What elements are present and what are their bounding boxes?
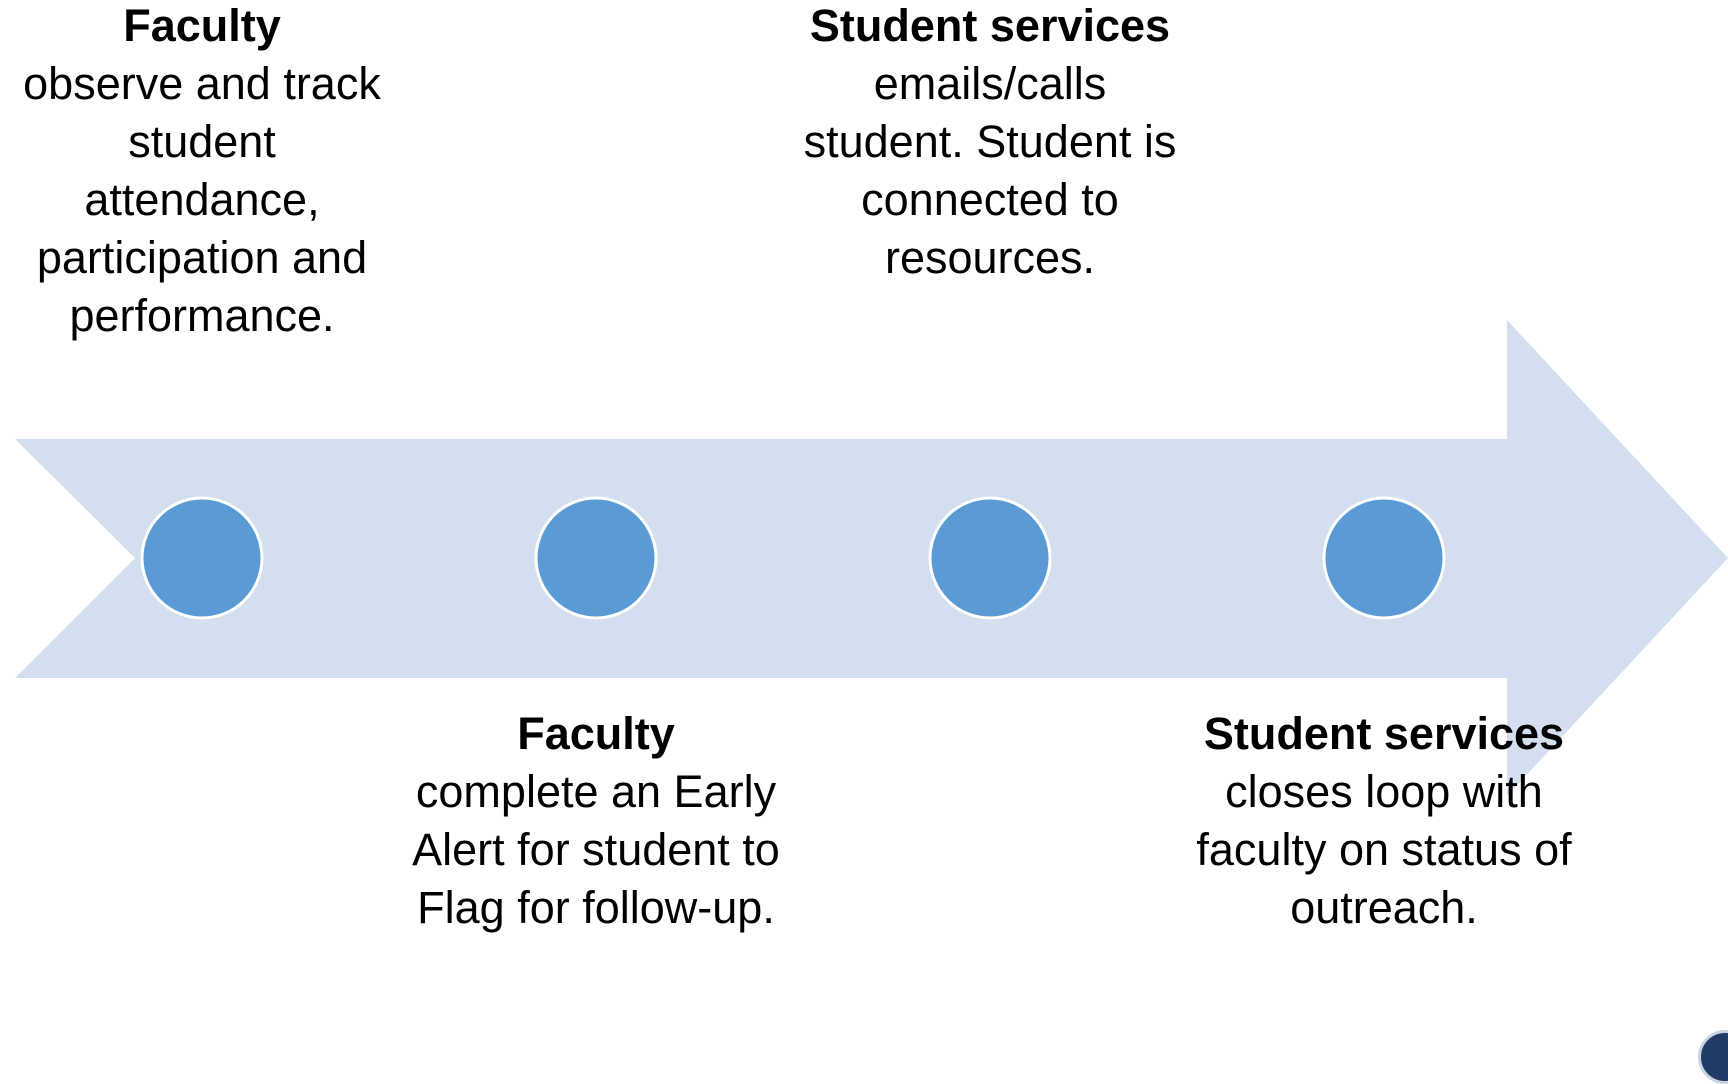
timeline-node-2 — [534, 496, 658, 620]
step-2-description: complete an Early Alert for student to F… — [412, 766, 780, 933]
step-1-label: Faculty observe and track student attend… — [12, 0, 392, 345]
timeline-node-4 — [1322, 496, 1446, 620]
step-4-description: closes loop with faculty on status of ou… — [1196, 766, 1572, 933]
step-4-label: Student services closes loop with facult… — [1194, 705, 1574, 937]
step-3-description: emails/calls student. Student is connect… — [803, 58, 1177, 283]
timeline-node-1 — [140, 496, 264, 620]
step-3-label: Student services emails/calls student. S… — [800, 0, 1180, 287]
step-4-actor: Student services — [1203, 708, 1565, 759]
step-1-actor: Faculty — [123, 0, 281, 51]
step-2-label: Faculty complete an Early Alert for stud… — [406, 705, 786, 937]
timeline-arrow — [15, 320, 1728, 796]
step-3-actor: Student services — [809, 0, 1171, 51]
step-2-actor: Faculty — [517, 708, 675, 759]
step-1-description: observe and track student attendance, pa… — [23, 58, 381, 341]
timeline-diagram — [15, 320, 1728, 796]
timeline-node-3 — [928, 496, 1052, 620]
